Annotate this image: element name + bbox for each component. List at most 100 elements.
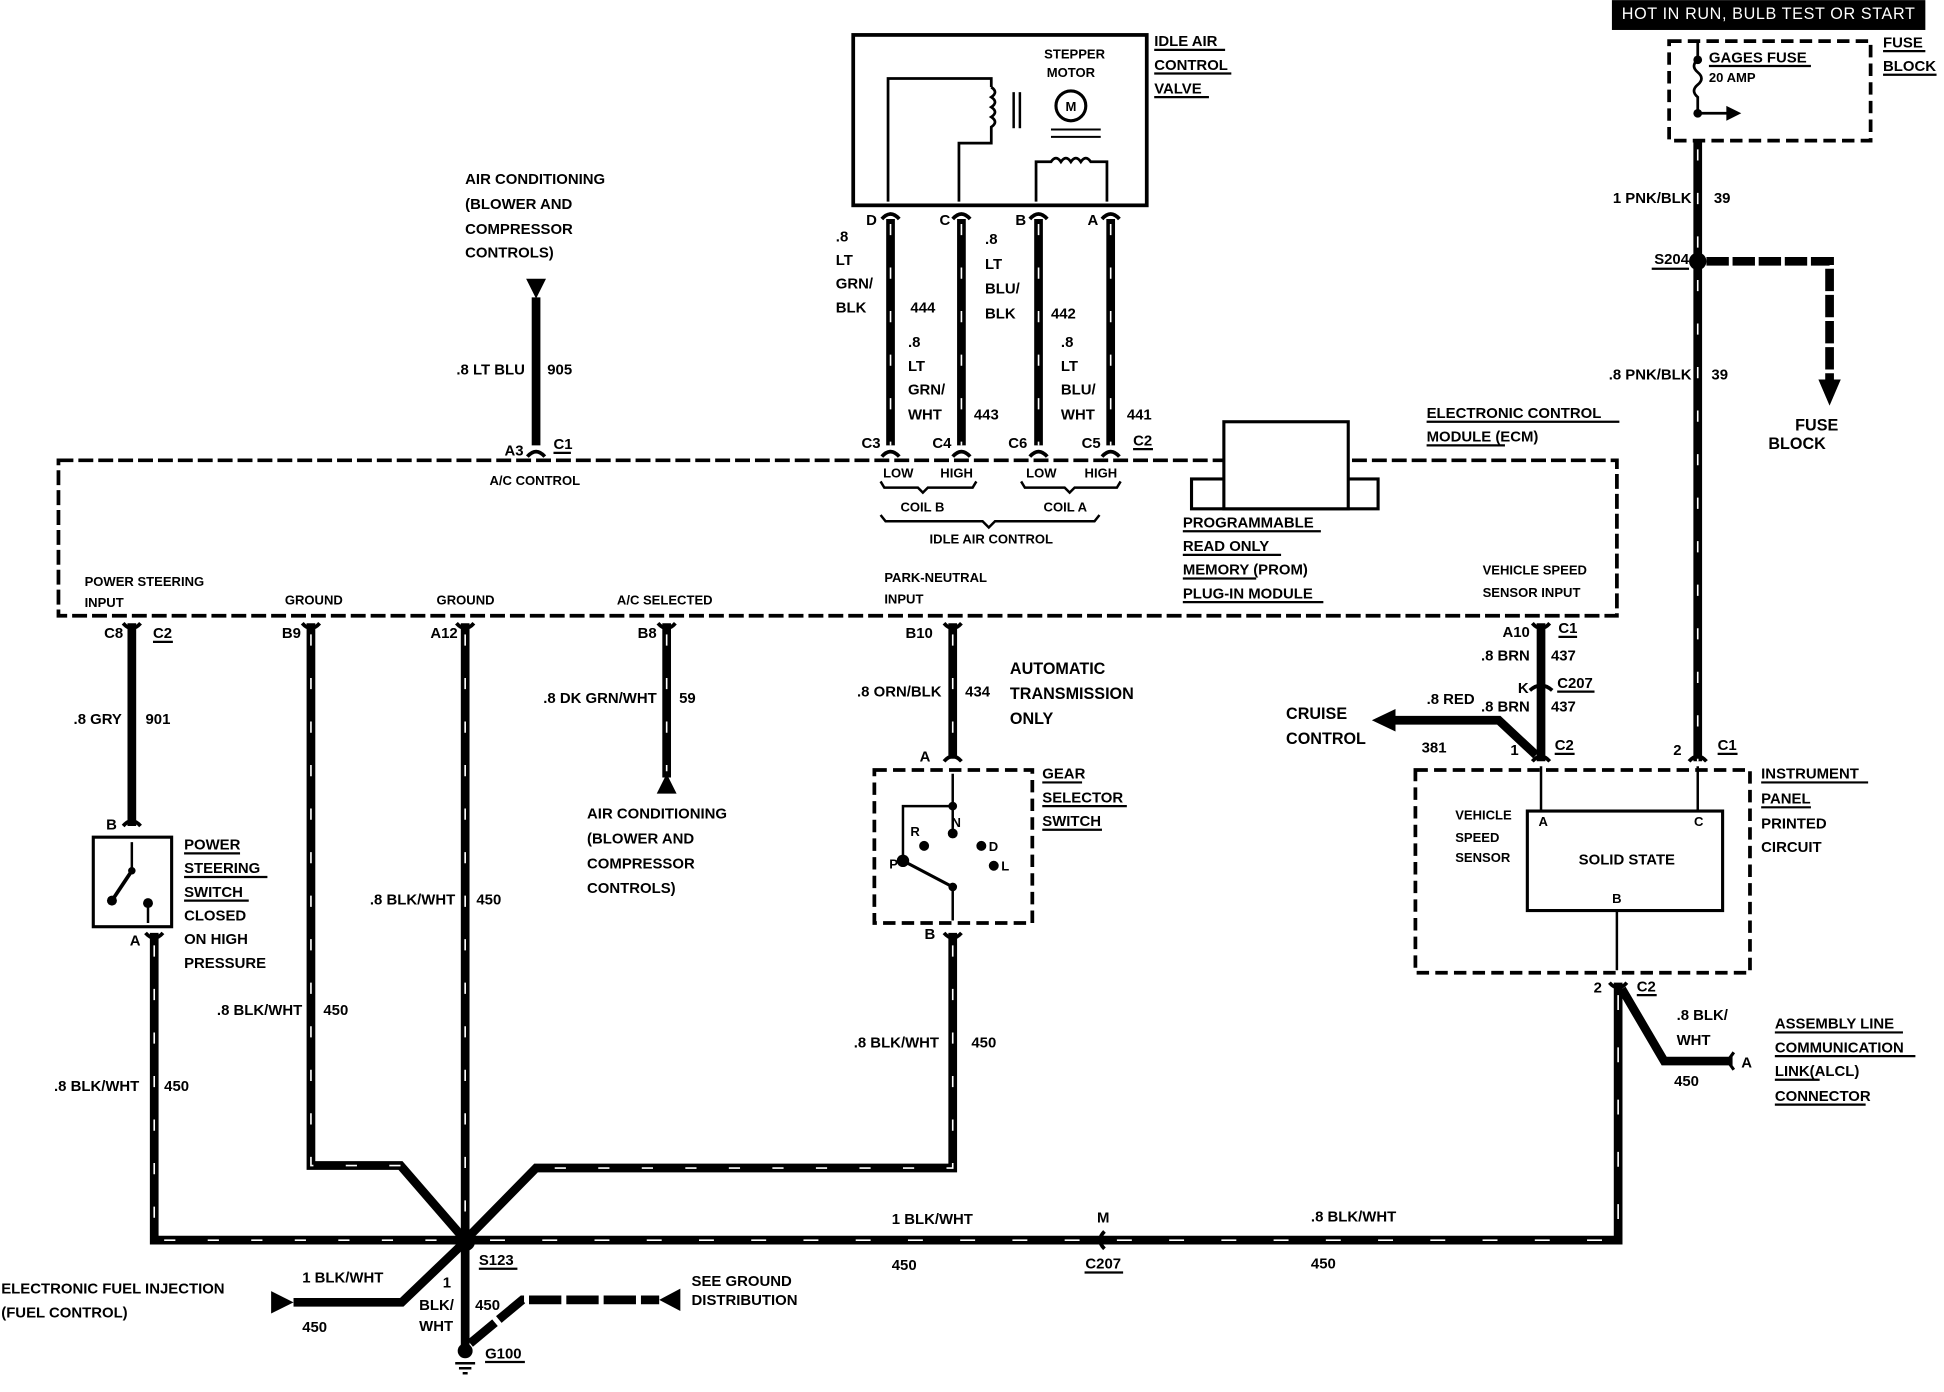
ip-title-1: INSTRUMENT bbox=[1761, 766, 1859, 783]
arrow-down-icon bbox=[1818, 379, 1841, 406]
wire-450-b9[interactable] bbox=[306, 623, 469, 1243]
wire-443-circuit: 443 bbox=[974, 406, 999, 423]
ecm-pin-c4: C4 bbox=[932, 435, 952, 452]
splice-s204[interactable] bbox=[1689, 252, 1707, 271]
wire-434-gauge: .8 ORN/BLK bbox=[857, 684, 942, 701]
gear-title-2: SELECTOR bbox=[1042, 789, 1123, 806]
wire-437-lower-gauge: .8 BRN bbox=[1481, 699, 1530, 716]
wire-450-gear[interactable] bbox=[462, 932, 958, 1244]
inline-connector-c207-m-icon bbox=[1098, 1230, 1106, 1251]
power-steering-circuit[interactable]: C8 C2 .8 GRY 901 B A POWER STEERING SWIT… bbox=[54, 623, 466, 1245]
gear-pos-r: R bbox=[910, 824, 920, 839]
fuse-block[interactable]: GAGES FUSE 20 AMP FUSE BLOCK bbox=[1667, 34, 1937, 143]
ground-dist-1: SEE GROUND bbox=[692, 1273, 792, 1290]
ground-b9-circuit[interactable]: B9 .8 BLK/WHT 450 bbox=[217, 623, 469, 1243]
wire-450-efi[interactable] bbox=[293, 1243, 464, 1307]
wire-450-ps-gauge: .8 BLK/WHT bbox=[54, 1078, 139, 1095]
iac-wires[interactable]: .8 LT GRN/ BLK 444 .8 LT GRN/ WHT 443 .8… bbox=[836, 219, 1153, 452]
bus-left-gauge: 1 BLK/WHT bbox=[892, 1211, 973, 1228]
circuit-39[interactable]: 1 PNK/BLK 39 S204 FUSE BLOCK .8 PNK/BLK … bbox=[1609, 140, 1841, 762]
instrument-panel[interactable]: 1 C2 2 C1 A C B SOLID STATE VEHICLE SPEE… bbox=[1413, 737, 1869, 975]
ps-switch-title-2: STEERING bbox=[184, 860, 260, 877]
coil-b-high: HIGH bbox=[940, 466, 973, 481]
ip-pin-b: B bbox=[1612, 891, 1621, 906]
c207-pin-m: M bbox=[1097, 1210, 1109, 1227]
bottom-ground-bus[interactable]: 1 BLK/WHT 450 M C207 .8 BLK/WHT 450 bbox=[892, 1208, 1396, 1274]
solid-state-label: SOLID STATE bbox=[1579, 852, 1675, 869]
cruise-control-circuit[interactable]: .8 RED 381 CRUISE CONTROL bbox=[1286, 691, 1540, 759]
ac-top-title-4: CONTROLS) bbox=[465, 245, 554, 262]
ecm-pin-c3: C3 bbox=[862, 435, 881, 452]
splice-s123-label: S123 bbox=[479, 1252, 514, 1269]
alcl-title-2: COMMUNICATION bbox=[1775, 1039, 1904, 1056]
prom-label-1: PROGRAMMABLE bbox=[1183, 514, 1314, 531]
ip-ground-circuit[interactable]: 2 C2 A .8 BLK/ WHT 450 ASSEMBLY LINE COM… bbox=[465, 978, 1916, 1245]
splice-s123-area[interactable]: S123 ELECTRONIC FUEL INJECTION (FUEL CON… bbox=[1, 1231, 798, 1375]
alcl-title-3: LINK(ALCL) bbox=[1775, 1063, 1859, 1080]
wire-39-branch[interactable] bbox=[1706, 256, 1834, 380]
ecm-pin-b9: B9 bbox=[282, 625, 301, 642]
ground-a12-circuit[interactable]: A12 .8 BLK/WHT 450 bbox=[370, 623, 501, 1350]
wire-39-lower-circuit: 39 bbox=[1711, 366, 1728, 383]
ip-title-3: PRINTED bbox=[1761, 815, 1827, 832]
wire-39-upper-gauge: 1 PNK/BLK bbox=[1613, 190, 1692, 207]
ecm-connector-c1: C1 bbox=[553, 436, 572, 453]
ground-g100[interactable] bbox=[457, 1343, 473, 1359]
ecm-input-ps-1: POWER STEERING bbox=[85, 574, 205, 589]
ps-switch-note-1: CLOSED bbox=[184, 907, 246, 924]
fuse-element-icon bbox=[1692, 58, 1703, 113]
ecm-pin-b10: B10 bbox=[905, 625, 932, 642]
ip-title-2: PANEL bbox=[1761, 791, 1810, 808]
gear-title-1: GEAR bbox=[1042, 766, 1085, 783]
gear-ground-circuit[interactable]: .8 BLK/WHT 450 bbox=[462, 932, 996, 1244]
ac-selected-circuit[interactable]: B8 .8 DK GRN/WHT 59 AIR CONDITIONING (BL… bbox=[543, 623, 727, 897]
gear-selector-switch[interactable]: A B P R N D L GEAR SELECTOR SWITCH bbox=[872, 748, 1127, 943]
ecm-pin-a3: A3 bbox=[505, 442, 524, 459]
iac-title-3: VALVE bbox=[1154, 80, 1202, 97]
park-neutral-circuit[interactable]: B10 .8 ORN/BLK 434 AUTOMATIC TRANSMISSIO… bbox=[857, 623, 1134, 759]
ecm[interactable]: ELECTRONIC CONTROL MODULE (ECM) A/C CONT… bbox=[56, 405, 1620, 618]
efi-gauge: 1 BLK/WHT bbox=[302, 1269, 383, 1286]
wire-441-color-2: BLU/ bbox=[1061, 381, 1096, 398]
wire-381[interactable] bbox=[1393, 715, 1540, 759]
wire-444-color-3: BLK bbox=[836, 299, 867, 316]
alcl-gauge-2: WHT bbox=[1677, 1032, 1711, 1049]
fuse-block-ref-1: FUSE bbox=[1795, 416, 1838, 434]
wire-444-circuit: 444 bbox=[910, 299, 936, 316]
arrow-down-icon bbox=[526, 278, 547, 299]
ecm-input-vss-1: VEHICLE SPEED bbox=[1483, 563, 1587, 578]
coil-b-label: COIL B bbox=[900, 499, 944, 514]
c207-label-vss: C207 bbox=[1557, 675, 1593, 692]
idle-air-control-valve[interactable]: STEPPER MOTOR M IDLE AIR CONTROL VALVE D… bbox=[851, 33, 1232, 229]
ecm-pin-c6: C6 bbox=[1008, 435, 1027, 452]
wire-905-circuit: 905 bbox=[547, 361, 572, 378]
ac-control-input[interactable]: AIR CONDITIONING (BLOWER AND COMPRESSOR … bbox=[456, 171, 605, 459]
wire-450-a12-circuit: 450 bbox=[476, 891, 501, 908]
ac-dest-3: COMPRESSOR bbox=[587, 855, 695, 872]
prom-module[interactable] bbox=[1189, 420, 1380, 511]
solid-state-box bbox=[1525, 809, 1725, 913]
wire-450-b9-gauge: .8 BLK/WHT bbox=[217, 1002, 302, 1019]
wire-905-gauge: .8 LT BLU bbox=[456, 361, 524, 378]
prom-label-4: PLUG-IN MODULE bbox=[1183, 585, 1313, 602]
alcl-terminal-icon bbox=[1725, 1051, 1736, 1071]
coil-b-icon bbox=[957, 86, 997, 202]
wire-ground-distribution[interactable] bbox=[467, 1295, 660, 1347]
ecm-pin-b8: B8 bbox=[638, 625, 657, 642]
ecm-input-ac-selected: A/C SELECTED bbox=[617, 593, 713, 608]
ac-dest-1: AIR CONDITIONING bbox=[587, 806, 727, 823]
wire-450-b9-circuit: 450 bbox=[323, 1002, 348, 1019]
g100-circuit: 450 bbox=[475, 1297, 500, 1314]
wire-450-alcl[interactable] bbox=[1618, 986, 1733, 1066]
cruise-label-1: CRUISE bbox=[1286, 705, 1347, 723]
wire-442-gauge: .8 bbox=[985, 231, 997, 248]
alcl-title-4: CONNECTOR bbox=[1775, 1088, 1871, 1105]
wire-450-ip-ground[interactable] bbox=[465, 982, 1623, 1245]
ecm-terminals bbox=[121, 212, 1708, 990]
ip-pin-c: C bbox=[1694, 814, 1704, 829]
alcl-gauge-1: .8 BLK/ bbox=[1677, 1007, 1728, 1024]
bus-left-circuit: 450 bbox=[892, 1257, 917, 1274]
ip-c2-pin: 1 bbox=[1510, 742, 1518, 759]
vss-circuit[interactable]: A10 C1 .8 BRN 437 K C207 .8 BRN 437 bbox=[1481, 620, 1595, 762]
power-steering-switch[interactable]: B A bbox=[91, 817, 174, 950]
